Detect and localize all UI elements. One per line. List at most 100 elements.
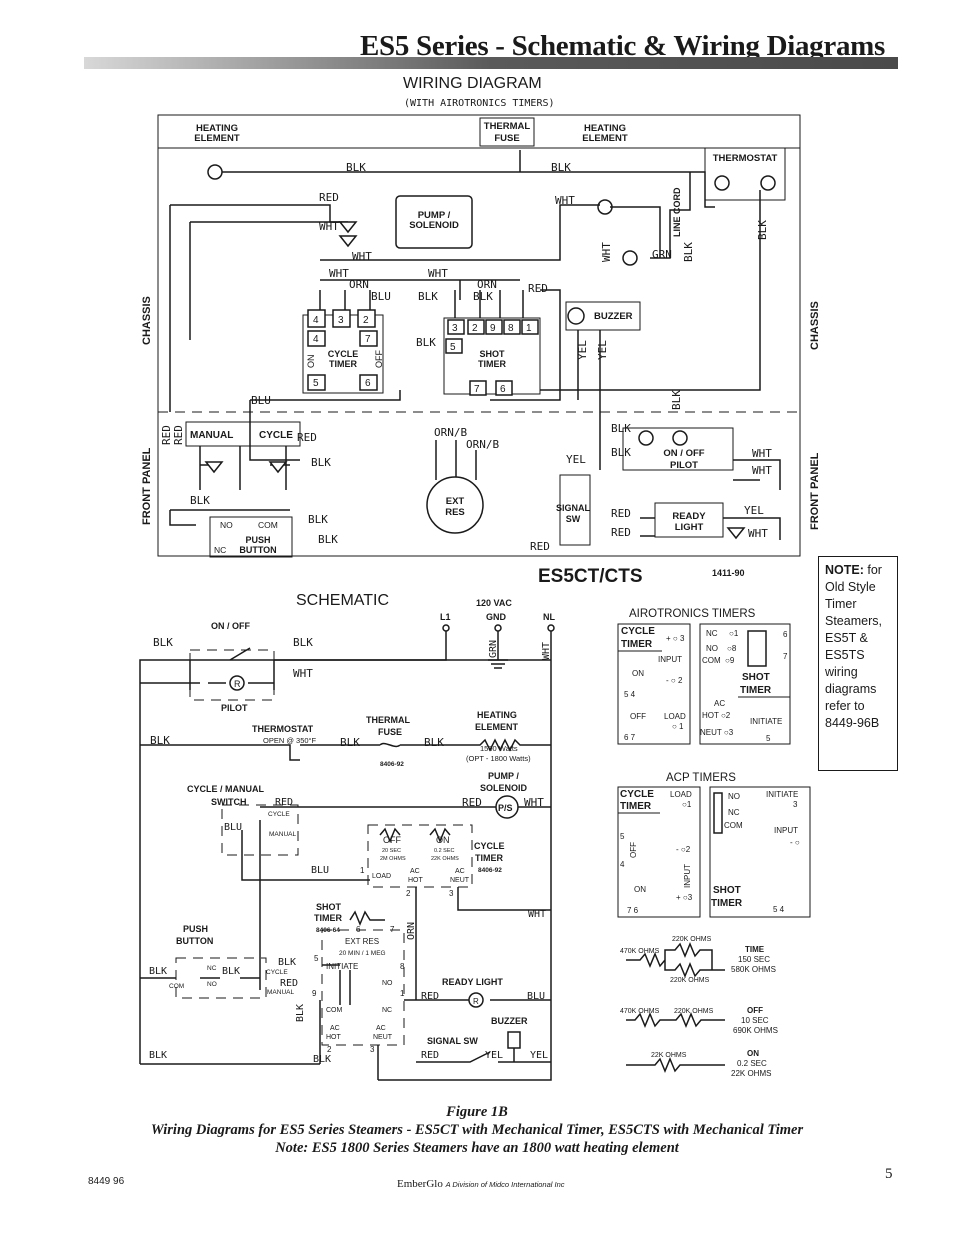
svg-text:BLK: BLK — [278, 957, 296, 968]
page-title: ES5 Series - Schematic & Wiring Diagrams — [360, 30, 885, 62]
svg-text:ORN: ORN — [477, 278, 497, 291]
svg-text:22K OHMS: 22K OHMS — [651, 1052, 687, 1059]
svg-text:7: 7 — [365, 334, 371, 345]
svg-text:TIMER: TIMER — [711, 898, 743, 909]
svg-text:8406-92: 8406-92 — [478, 867, 502, 874]
svg-text:BLK: BLK — [313, 1054, 331, 1065]
svg-text:INPUT: INPUT — [683, 864, 692, 888]
wiring-subtitle: (WITH AIROTRONICS TIMERS) — [404, 98, 555, 109]
svg-text:○1: ○1 — [729, 629, 739, 638]
svg-text:SWITCH: SWITCH — [211, 797, 247, 807]
line-cord-label: LINE CORD — [672, 187, 682, 237]
svg-text:CYCLE: CYCLE — [621, 626, 655, 637]
svg-text:TIMER: TIMER — [314, 913, 342, 923]
svg-text:WHT: WHT — [319, 220, 339, 233]
manual-cycle-switch — [185, 421, 301, 447]
airotronics-cycle-timer — [617, 623, 691, 745]
buzzer-label: BUZZER — [594, 311, 633, 322]
pump-connector-1 — [338, 221, 358, 234]
svg-text:COM: COM — [724, 821, 743, 830]
svg-text:ORN/B: ORN/B — [466, 438, 499, 451]
svg-text:GRN: GRN — [652, 248, 672, 261]
svg-text:ORN/B: ORN/B — [434, 426, 467, 439]
svg-text:AC: AC — [376, 1025, 386, 1032]
svg-text:ON / OFF: ON / OFF — [211, 621, 250, 631]
svg-text:HOT: HOT — [326, 1034, 342, 1041]
svg-text:AC: AC — [455, 868, 465, 875]
svg-text:L1: L1 — [440, 612, 451, 622]
svg-text:7: 7 — [474, 384, 480, 395]
svg-text:WHT: WHT — [329, 267, 349, 280]
brand-sub: A Division of Midco International Inc — [445, 1180, 565, 1189]
svg-text:RED: RED — [611, 526, 631, 539]
model-code: 1411-90 — [712, 568, 745, 578]
svg-text:(OPT - 1800 Watts): (OPT - 1800 Watts) — [466, 754, 531, 763]
svg-text:BLU: BLU — [527, 991, 545, 1002]
svg-text:P/S: P/S — [498, 803, 513, 813]
svg-text:8: 8 — [508, 323, 514, 334]
buzzer-box — [565, 301, 641, 331]
svg-text:SHOT: SHOT — [316, 902, 342, 912]
svg-text:470K OHMS: 470K OHMS — [620, 1008, 660, 1015]
svg-text:SOLENOID: SOLENOID — [480, 783, 528, 793]
svg-text:RED: RED — [421, 1050, 439, 1061]
svg-text:BLK: BLK — [670, 390, 683, 410]
svg-text:INITIATE: INITIATE — [326, 962, 358, 971]
brand-footer: EmberGlo A Division of Midco Internation… — [397, 1178, 565, 1190]
svg-text:READY LIGHT: READY LIGHT — [442, 977, 503, 987]
svg-text:AC: AC — [714, 699, 725, 708]
schematic-shot-timer — [321, 929, 405, 1046]
wire-blu — [249, 390, 401, 461]
svg-text:BLK: BLK — [295, 1004, 306, 1022]
svg-text:PUMP /: PUMP / — [488, 771, 519, 781]
chassis-label-right: CHASSIS — [809, 301, 821, 350]
wire-grn — [650, 172, 691, 259]
svg-text:WHT: WHT — [528, 909, 546, 920]
svg-text:6: 6 — [783, 630, 788, 639]
svg-text:WHT: WHT — [748, 527, 768, 540]
svg-text:OFF: OFF — [374, 350, 384, 368]
svg-text:3: 3 — [338, 315, 344, 326]
svg-text:WHT: WHT — [541, 642, 552, 660]
svg-text:BLK: BLK — [346, 161, 366, 174]
svg-text:BUZZER: BUZZER — [491, 1016, 528, 1026]
schematic-on-off-switch — [189, 649, 275, 701]
schematic-cycle-manual-switch — [221, 804, 299, 856]
svg-text:NEUT: NEUT — [450, 877, 470, 884]
svg-text:220K OHMS: 220K OHMS — [670, 977, 710, 984]
svg-text:WHT: WHT — [524, 796, 544, 809]
svg-text:PUSH: PUSH — [183, 924, 208, 934]
svg-text:580K OHMS: 580K OHMS — [731, 965, 776, 974]
cycle-timer-label: CYCLE — [328, 349, 359, 359]
svg-text:INITIATE: INITIATE — [766, 790, 798, 799]
svg-text:470K OHMS: 470K OHMS — [620, 948, 660, 955]
svg-text:SW: SW — [566, 514, 581, 524]
svg-text:- ○2: - ○2 — [676, 845, 691, 854]
page-number: 5 — [885, 1166, 893, 1182]
svg-text:150 SEC: 150 SEC — [738, 955, 770, 964]
pump-solenoid-label: PUMP / — [418, 210, 451, 221]
resistor-time — [626, 942, 725, 978]
svg-text:BLU: BLU — [371, 290, 391, 303]
ext-res-label: EXT — [446, 496, 465, 507]
svg-text:220K OHMS: 220K OHMS — [674, 1008, 714, 1015]
schematic-cycle-timer — [367, 824, 473, 888]
svg-text:BUTTON: BUTTON — [239, 545, 276, 555]
schematic-thermal-fuse: THERMAL — [366, 715, 410, 725]
svg-text:LOAD: LOAD — [670, 790, 692, 799]
svg-text:OFF: OFF — [629, 842, 638, 858]
pilot-lamp-icon — [229, 675, 245, 691]
thermal-fuse-label: THERMAL — [484, 121, 531, 132]
svg-text:- ○ 2: - ○ 2 — [666, 676, 683, 685]
svg-text:RED: RED — [462, 796, 482, 809]
wire-yel — [577, 330, 601, 470]
svg-text:HOT: HOT — [408, 877, 424, 884]
svg-text:ELEMENT: ELEMENT — [475, 722, 519, 732]
svg-text:2: 2 — [472, 323, 478, 334]
svg-text:BLU: BLU — [251, 394, 271, 407]
svg-text:PILOT: PILOT — [221, 703, 248, 713]
svg-text:WHT: WHT — [352, 250, 372, 263]
svg-text:5 4: 5 4 — [624, 690, 636, 699]
svg-text:BLK: BLK — [153, 636, 173, 649]
svg-text:NC: NC — [207, 965, 217, 972]
